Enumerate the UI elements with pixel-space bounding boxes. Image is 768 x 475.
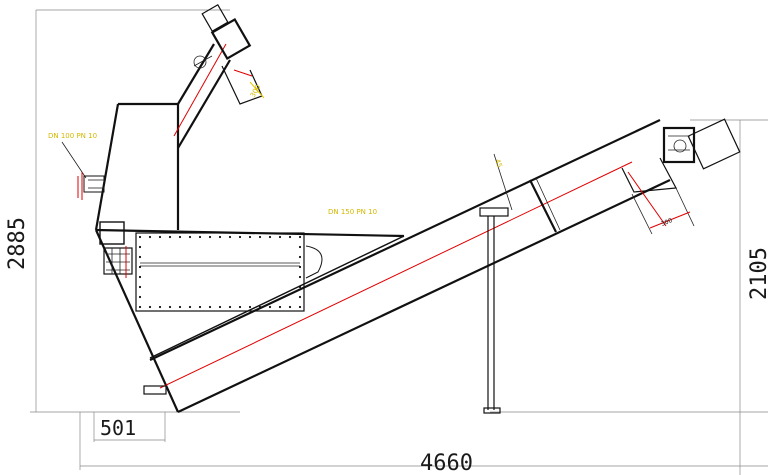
- bolt-dot: [218, 235, 222, 239]
- bolt-dot: [258, 235, 262, 239]
- bolt-dot: [298, 295, 302, 299]
- bolt-dot: [298, 255, 302, 259]
- bolt-dot: [158, 305, 162, 309]
- bolt-dot: [138, 275, 142, 279]
- bolt-dot: [138, 235, 142, 239]
- bolt-dot: [158, 235, 162, 239]
- drive-motor-left: [99, 221, 133, 278]
- bolt-dot: [138, 295, 142, 299]
- bolt-dot: [298, 275, 302, 279]
- bolt-dot: [278, 305, 282, 309]
- bolt-dot: [298, 285, 302, 289]
- bolt-dot: [268, 305, 272, 309]
- dim-overall-length: 4660: [420, 451, 473, 475]
- bolt-dot: [278, 235, 282, 239]
- bolt-dot: [138, 265, 142, 269]
- bolt-dot: [148, 235, 152, 239]
- tank-body: [94, 102, 405, 413]
- note-support-tag: 45: [493, 158, 504, 169]
- bolt-dot: [228, 235, 232, 239]
- settling-box-bolts: [138, 235, 302, 309]
- bolt-dot: [168, 305, 172, 309]
- bolt-dot: [268, 235, 272, 239]
- bolt-dot: [298, 235, 302, 239]
- inlet-conveyor: [173, 4, 265, 149]
- dim-discharge-height: 2105: [747, 247, 768, 300]
- dim-overall-height: 2885: [5, 217, 30, 270]
- bolt-dot: [298, 305, 302, 309]
- bolt-dot: [178, 305, 182, 309]
- support-leg: [479, 153, 513, 414]
- bolt-dot: [248, 305, 252, 309]
- screw-conveyor: [149, 119, 695, 413]
- bolt-dot: [178, 235, 182, 239]
- bolt-dot: [248, 235, 252, 239]
- dimension-lines: [30, 9, 768, 475]
- bolt-dot: [138, 255, 142, 259]
- bolt-dot: [188, 235, 192, 239]
- bolt-dot: [208, 235, 212, 239]
- note-overflow-flange: DN 150 PN 10: [328, 208, 377, 216]
- bolt-dot: [138, 245, 142, 249]
- bolt-dot: [228, 305, 232, 309]
- bolt-dot: [138, 285, 142, 289]
- drain-outlet: [143, 385, 167, 395]
- note-inlet-flange: DN 100 PN 10: [48, 132, 97, 140]
- bolt-dot: [218, 305, 222, 309]
- bolt-dot: [238, 235, 242, 239]
- inlet-flange: [61, 141, 105, 200]
- bolt-dot: [208, 305, 212, 309]
- bolt-dot: [138, 305, 142, 309]
- bolt-dot: [238, 305, 242, 309]
- bolt-dot: [188, 305, 192, 309]
- dim-discharge-chute: 300: [660, 217, 673, 228]
- bolt-dot: [288, 305, 292, 309]
- bolt-dot: [298, 265, 302, 269]
- bolt-dot: [298, 245, 302, 249]
- bolt-dot: [168, 235, 172, 239]
- dim-inlet-offset: 501: [100, 416, 136, 440]
- bolt-dot: [288, 235, 292, 239]
- bolt-dot: [198, 235, 202, 239]
- bolt-dot: [198, 305, 202, 309]
- drive-motor-right: [662, 118, 741, 170]
- bolt-dot: [148, 305, 152, 309]
